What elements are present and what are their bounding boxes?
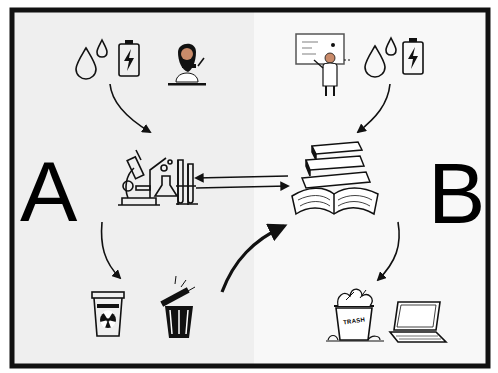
battery-icon (403, 38, 423, 74)
scientist-icon (168, 44, 206, 86)
teacher-icon (296, 34, 350, 96)
books-stack (292, 142, 378, 214)
laptop-icon (390, 302, 446, 342)
water-drops (365, 38, 396, 77)
flow-arrow (196, 176, 288, 178)
flow-arrow (102, 222, 120, 278)
water-drops (76, 40, 107, 79)
region-letter: A (20, 148, 77, 234)
frame (12, 10, 488, 366)
radioactive-bin (92, 292, 124, 336)
lab-equipment (118, 150, 198, 205)
flow-arrow (196, 186, 288, 188)
region-b-ground (254, 10, 488, 366)
trash-bin (160, 276, 195, 338)
flow-arrow (358, 84, 390, 132)
flow-arrow (222, 226, 284, 292)
battery-icon (119, 40, 139, 76)
flow-arrow (110, 84, 150, 132)
trash-can (326, 289, 384, 341)
flow-arrow (378, 222, 399, 280)
region-letter: B (428, 150, 485, 236)
